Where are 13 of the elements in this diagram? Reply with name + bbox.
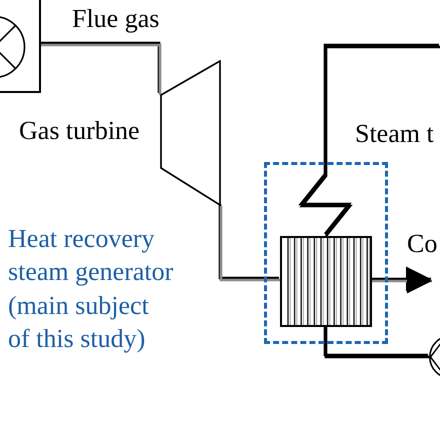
pump-symbol: [429, 335, 440, 379]
equipment-box: [0, 0, 41, 93]
line: [324, 327, 429, 358]
dashed-boundary: [264, 162, 388, 344]
text-label: Steam t: [355, 121, 434, 147]
pipe-line: [41, 44, 162, 95]
edge-label: Flue gas: [72, 6, 160, 32]
text-label: Co: [407, 231, 438, 257]
component-label: Gas turbine: [19, 118, 140, 144]
pipe-line: [220, 206, 280, 282]
arrow: [372, 268, 432, 294]
heat-exchanger: [280, 236, 372, 327]
region-label: Heat recovery steam generator (main subject of this study): [8, 222, 174, 355]
